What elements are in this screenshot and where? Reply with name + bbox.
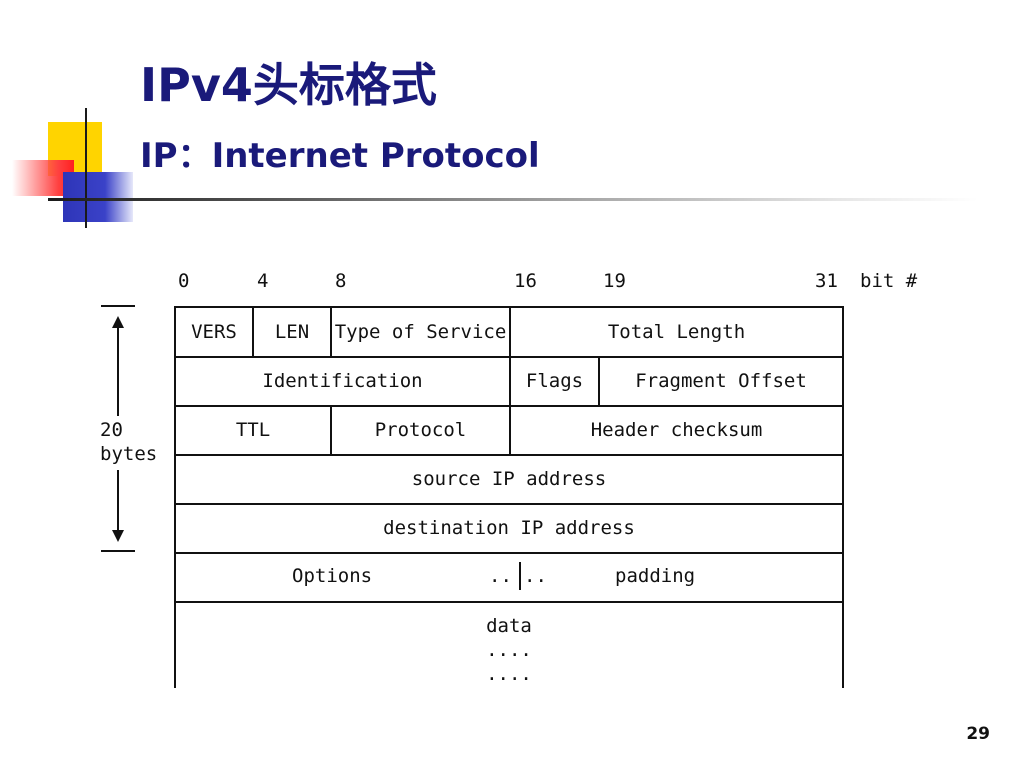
bytes-bracket-bottom: [101, 550, 135, 552]
page-number: 29: [966, 724, 990, 744]
bytes-bracket-top: [101, 305, 135, 307]
bit-label-8: 8: [335, 270, 347, 292]
bytes-arrow-shaft-top: [117, 326, 119, 416]
bytes-label: 20 bytes: [100, 418, 157, 466]
bit-label-16: 16: [514, 270, 537, 292]
field-options: Options: [292, 565, 373, 587]
slide-subtitle: IP：Internet Protocol: [140, 136, 540, 176]
field-vers: VERS: [176, 308, 254, 356]
decor-vertical-line: [85, 108, 87, 228]
bit-label-4: 4: [257, 270, 269, 292]
ipv4-header-diagram: VERS LEN Type of Service Total Length Id…: [174, 306, 844, 688]
data-ellipsis-1: ....: [486, 639, 532, 661]
header-row-2: Identification Flags Fragment Offset: [176, 356, 842, 407]
decor-blue-square: [63, 172, 133, 222]
options-dots-right: ..: [524, 565, 547, 587]
header-row-4: source IP address: [176, 454, 842, 505]
arrow-up-icon: [112, 316, 124, 328]
data-ellipsis-2: ....: [486, 663, 532, 685]
options-dots-left: ..: [489, 565, 512, 587]
arrow-down-icon: [112, 530, 124, 542]
options-padding-divider: [519, 562, 521, 590]
field-fragment-offset: Fragment Offset: [635, 369, 807, 392]
field-total-length: Total Length: [607, 321, 746, 343]
field-type-of-service: Type of Service: [332, 308, 511, 356]
bytes-label-number: 20: [100, 419, 123, 441]
field-identification: Identification: [176, 356, 511, 405]
field-protocol: Protocol: [332, 405, 511, 454]
field-len: LEN: [254, 308, 332, 356]
bit-label-31: 31: [815, 270, 838, 292]
bytes-arrow-shaft-bottom: [117, 470, 119, 532]
field-flags: Flags: [511, 356, 600, 405]
data-section: data .... ....: [176, 601, 842, 688]
field-ttl: TTL: [176, 405, 332, 454]
bit-label-0: 0: [178, 270, 190, 292]
field-header-checksum: Header checksum: [590, 418, 763, 441]
field-destination-ip: destination IP address: [383, 516, 635, 539]
bit-unit: bit #: [860, 270, 918, 292]
field-data: data: [486, 615, 532, 637]
bytes-label-unit: bytes: [100, 443, 158, 465]
slide-title: IPv4头标格式: [140, 58, 437, 112]
field-padding: padding: [615, 565, 696, 587]
header-row-1: VERS LEN Type of Service Total Length: [176, 308, 842, 358]
header-row-5: destination IP address: [176, 503, 842, 554]
title-underline: [48, 198, 978, 201]
bit-label-19: 19: [603, 270, 626, 292]
field-source-ip: source IP address: [411, 467, 607, 490]
header-row-3: TTL Protocol Header checksum: [176, 405, 842, 456]
header-row-6: Options .. .. padding: [176, 552, 842, 603]
